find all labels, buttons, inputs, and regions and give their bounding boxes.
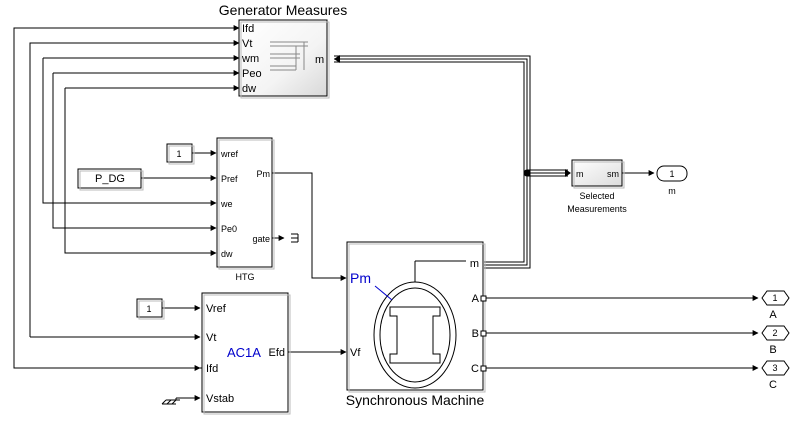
wire-dw-htg xyxy=(64,88,217,256)
htg-port-wref: wref xyxy=(220,149,239,159)
pdg-label: P_DG xyxy=(95,173,125,185)
connport-c-number: 3 xyxy=(772,363,777,373)
wire-we xyxy=(42,58,217,206)
bus-arrow-sel xyxy=(565,169,571,177)
sm-port-vf: Vf xyxy=(350,347,361,359)
connport-a[interactable]: 1 A xyxy=(761,290,790,321)
exciter-port-efd: Efd xyxy=(268,347,285,359)
signal-lines xyxy=(13,25,759,401)
gm-port-vt: Vt xyxy=(242,38,252,50)
gm-port-dw: dw xyxy=(242,83,256,95)
exciter-port-ifd: Ifd xyxy=(206,363,218,375)
connport-a-label: A xyxy=(769,309,777,321)
constant-wref-value: 1 xyxy=(176,149,181,159)
sel-title-2: Measurements xyxy=(567,204,627,214)
htg-port-pm: Pm xyxy=(257,169,271,179)
connport-a-number: 1 xyxy=(772,293,777,303)
gm-port-m: m xyxy=(315,54,324,66)
htg-title: HTG xyxy=(236,272,255,282)
gm-port-wm: wm xyxy=(241,53,259,65)
selected-measurements-block[interactable]: m sm Selected Measurements xyxy=(567,159,627,214)
sm-port-c: C xyxy=(471,363,479,375)
outport-m-label: m xyxy=(668,186,676,196)
sm-port-pm: Pm xyxy=(350,270,371,286)
exciter-block[interactable]: Vref Vt Ifd Vstab Efd AC1A xyxy=(201,292,291,415)
htg-port-pref: Pref xyxy=(221,174,238,184)
sm-port-m: m xyxy=(470,258,479,270)
constant-vref-block[interactable]: 1 xyxy=(136,298,165,320)
htg-port-we: we xyxy=(220,199,233,209)
constant-wref-block[interactable]: 1 xyxy=(166,143,195,165)
exciter-port-vref: Vref xyxy=(206,303,227,315)
htg-port-dw: dw xyxy=(221,249,233,259)
sel-port-m: m xyxy=(576,169,584,179)
htg-port-gate: gate xyxy=(252,234,270,244)
branch-point xyxy=(523,169,531,177)
bus-lines xyxy=(334,55,568,269)
sm-title: Synchronous Machine xyxy=(346,392,485,408)
pdg-block[interactable]: P_DG xyxy=(77,168,144,191)
exciter-port-vt: Vt xyxy=(206,332,216,344)
gm-port-peo: Peo xyxy=(242,68,262,80)
connport-b[interactable]: 2 B xyxy=(761,325,790,356)
outport-m[interactable]: 1 m xyxy=(656,165,688,196)
generator-measures-block[interactable]: Generator Measures Ifd Vt wm Peo dw m xyxy=(219,2,347,99)
constant-vref-value: 1 xyxy=(146,304,151,314)
wire-pm xyxy=(272,172,347,281)
generator-measures-title: Generator Measures xyxy=(219,2,347,18)
sel-title-1: Selected xyxy=(579,191,614,201)
sm-port-a: A xyxy=(472,293,480,305)
machine-icon xyxy=(373,260,466,389)
exciter-port-vstab: Vstab xyxy=(206,393,234,405)
wire-pe0 xyxy=(52,73,217,231)
htg-block[interactable]: wref Pref we Pe0 dw Pm gate HTG xyxy=(216,137,275,282)
connport-c[interactable]: 3 C xyxy=(761,360,790,391)
sm-port-b: B xyxy=(472,328,479,340)
connport-b-number: 2 xyxy=(772,328,777,338)
connport-c-label: C xyxy=(769,379,777,391)
wire-vt xyxy=(29,40,240,337)
gm-port-ifd: Ifd xyxy=(242,23,254,35)
exciter-label: AC1A xyxy=(227,345,261,360)
bus-arrow-gm xyxy=(334,55,340,63)
sel-port-sm: sm xyxy=(607,169,619,179)
synchronous-machine-block[interactable]: Pm Vf m A B C Synchronous Machine xyxy=(346,241,487,408)
ground-icon xyxy=(161,398,180,405)
htg-port-pe0: Pe0 xyxy=(221,224,237,234)
connport-b-label: B xyxy=(769,344,776,356)
bus-selector-icon xyxy=(270,41,308,71)
terminator-icon xyxy=(291,233,299,243)
outport-m-number: 1 xyxy=(669,169,674,179)
